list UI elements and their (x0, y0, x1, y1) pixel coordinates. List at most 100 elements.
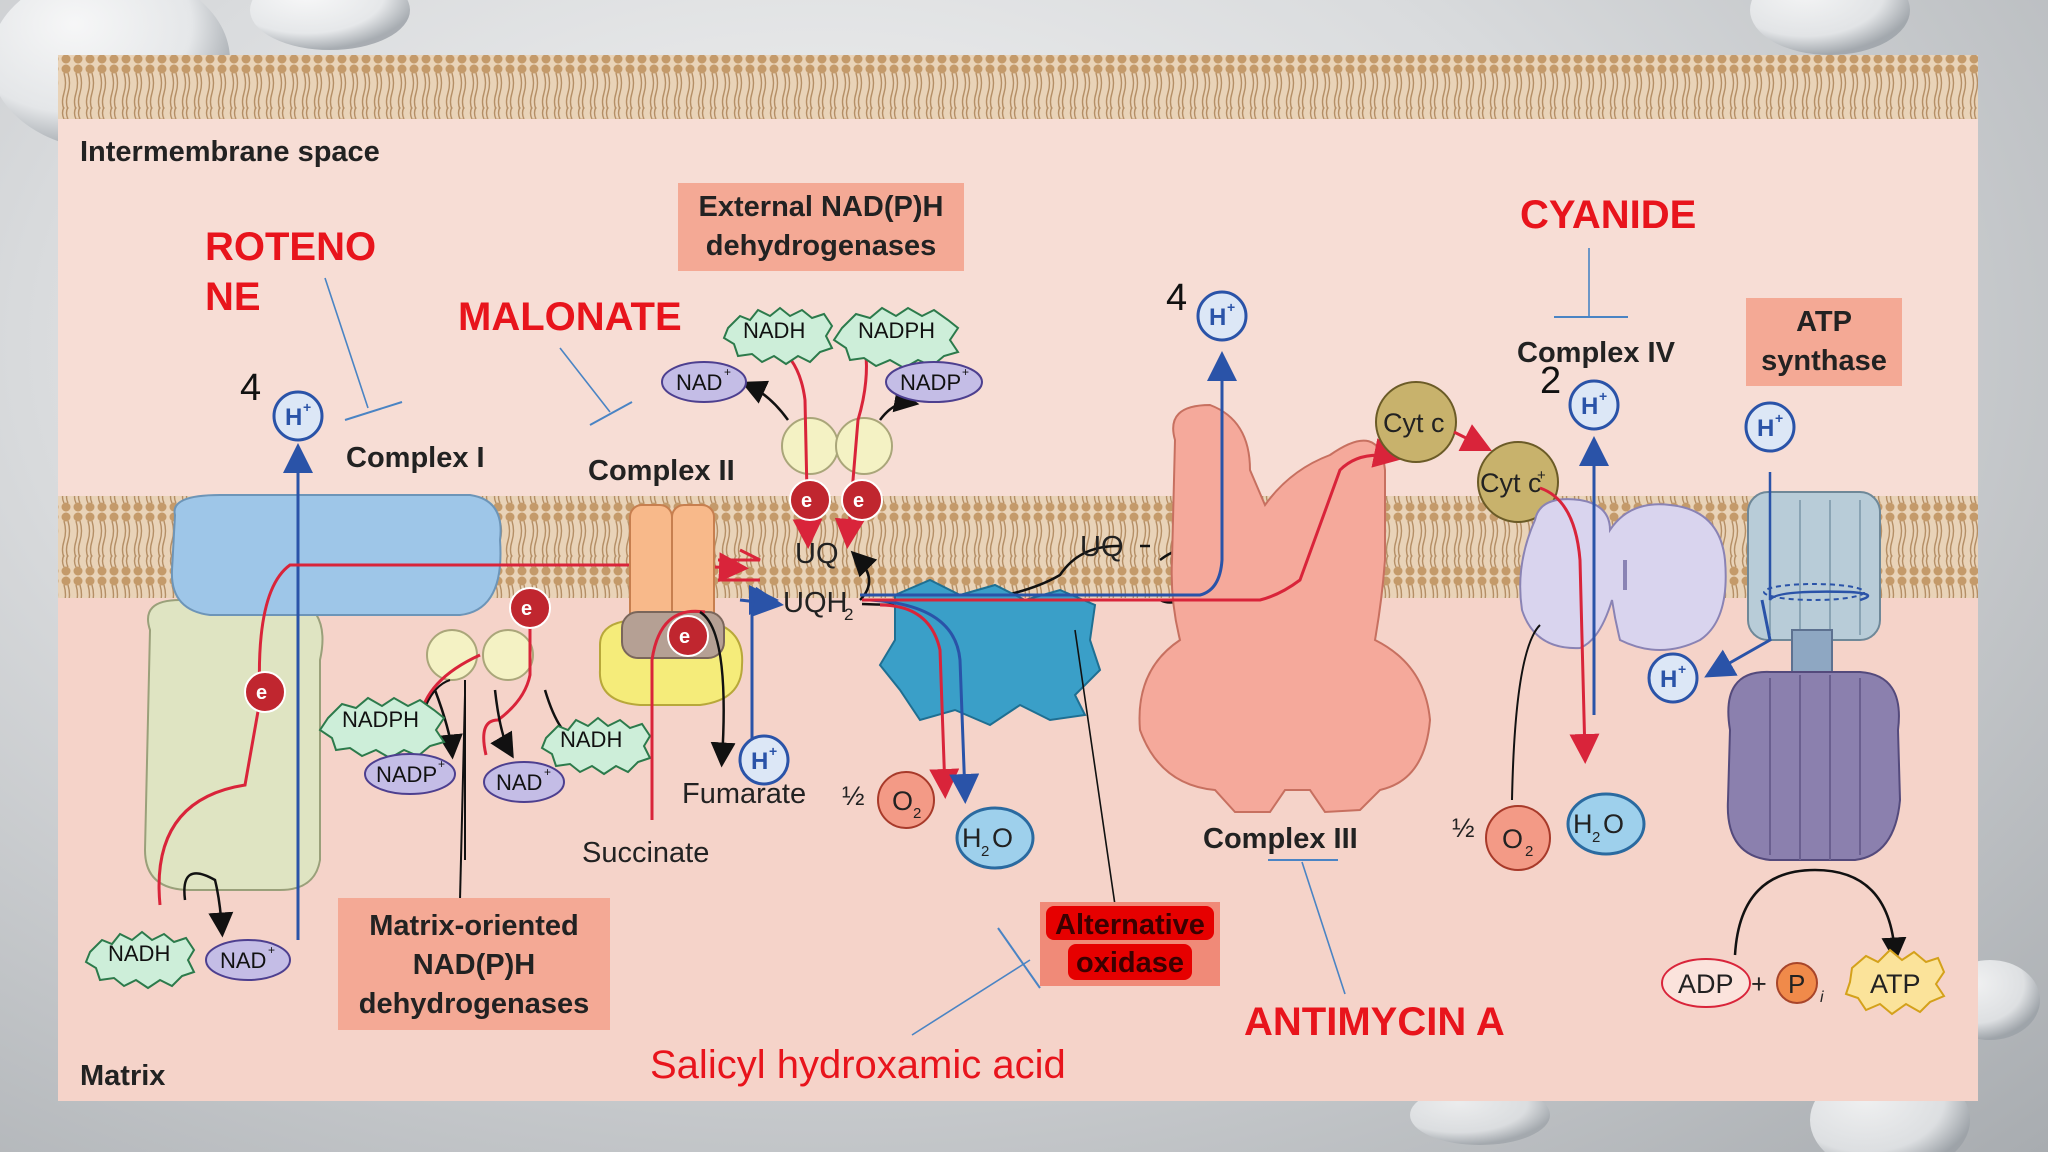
svg-text:H: H (1209, 304, 1226, 331)
svg-text:NAD(P)H: NAD(P)H (413, 949, 535, 981)
svg-text:dehydrogenases: dehydrogenases (359, 988, 589, 1020)
svg-text:NADPH: NADPH (342, 707, 419, 732)
malonate-block (589, 401, 633, 426)
complex-iii-label: Complex III (1203, 823, 1358, 855)
uq-recycle-arrow-left (850, 550, 878, 601)
svg-text:+: + (268, 943, 275, 957)
aox-electron-path (879, 603, 960, 799)
matrix-dehydrogenases-bodies (426, 629, 534, 681)
complex-ii-to-uq (718, 548, 761, 582)
external-dh-nadp-arrow (879, 387, 920, 421)
svg-text:NADH: NADH (743, 318, 805, 343)
svg-text:Cyt c: Cyt c (1383, 408, 1445, 438)
svg-text:½: ½ (842, 781, 865, 811)
matrix-dh-nad-arrow (490, 689, 514, 759)
svg-text:H: H (1581, 393, 1598, 420)
rotenone-label-2: NE (205, 275, 261, 319)
complex-iii-h-plus: H + (1196, 290, 1248, 342)
svg-text:O: O (1502, 824, 1523, 854)
complex-iii-proton-count: 4 (1166, 277, 1187, 319)
svg-text:NADH: NADH (108, 941, 170, 966)
svg-text:Alternative: Alternative (1055, 909, 1205, 941)
adp-plus: + (1751, 969, 1767, 999)
svg-text:H: H (1757, 415, 1774, 442)
salicyl-pointer (911, 959, 1031, 1036)
svg-text:+: + (1227, 299, 1235, 315)
complex-iv-proton-count: 2 (1540, 360, 1561, 402)
svg-text:P: P (1788, 969, 1805, 999)
complex-ii-succinate-path (650, 609, 706, 820)
malonate-pointer (559, 347, 611, 413)
external-dh-nadph: NADPH (832, 306, 960, 370)
svg-text:e: e (801, 490, 812, 512)
matrix-dh-electron: e (509, 587, 551, 629)
complex-ii-label: Complex II (588, 455, 735, 487)
svg-text:+: + (1678, 661, 1686, 677)
svg-text:NADP: NADP (376, 762, 437, 787)
atp-h-plus-bottom: H + (1647, 652, 1699, 704)
aox-proton-path (869, 598, 980, 804)
phosphate: P i (1776, 962, 1824, 1006)
external-dehydrogenases-box: External NAD(P)H dehydrogenases (678, 183, 964, 271)
svg-text:NADH: NADH (560, 727, 622, 752)
svg-text:dehydrogenases: dehydrogenases (706, 230, 936, 262)
svg-text:e: e (521, 598, 532, 620)
complex-iii-proton-path (860, 351, 1237, 597)
matrix-dh-pointer (459, 694, 466, 901)
complex-i (143, 494, 502, 891)
svg-text:+: + (962, 365, 969, 379)
svg-text:2: 2 (981, 843, 989, 860)
svg-text:H: H (1573, 809, 1593, 839)
cyanide-label: CYANIDE (1520, 193, 1696, 237)
svg-text:H: H (751, 748, 768, 775)
salicyl-block (997, 927, 1041, 989)
alternative-oxidase-box: Alternative oxidase (1040, 902, 1220, 986)
atp-synthesis-arrow (1733, 868, 1907, 963)
svg-text:H: H (1660, 666, 1677, 693)
external-dh-nad-arrow (741, 380, 790, 421)
antimycin-label: ANTIMYCIN A (1244, 1000, 1505, 1044)
svg-text:½: ½ (1452, 813, 1475, 843)
atp: ATP (1844, 948, 1946, 1016)
svg-text:+: + (1537, 467, 1546, 484)
svg-text:ATP: ATP (1796, 306, 1852, 338)
complex-iv-h2o: H 2 O (1566, 792, 1646, 856)
external-dh-electron-1: e (789, 479, 831, 521)
svg-text:+: + (438, 757, 445, 771)
complex-iv-label: Complex IV (1517, 337, 1676, 369)
svg-text:+: + (1599, 388, 1607, 404)
svg-text:oxidase: oxidase (1076, 947, 1184, 979)
complex-iii-electron-path (862, 438, 1404, 602)
external-dh-electron-2: e (841, 479, 883, 521)
svg-text:2: 2 (844, 605, 853, 624)
atp-synthase-box: ATP synthase (1746, 298, 1902, 386)
complex-i-h-plus: H + (272, 390, 324, 442)
antimycin-pointer (1301, 861, 1346, 995)
svg-text:+: + (769, 743, 777, 759)
succinate-label: Succinate (582, 837, 709, 869)
rotenone-pointer (324, 277, 369, 409)
external-dh-nad: NAD + (661, 361, 747, 403)
matrix-dh-nad: NAD + (483, 761, 565, 803)
complex-iii-body (1138, 403, 1432, 814)
complex-ii-electron: e (667, 615, 709, 657)
external-dh-bodies (781, 417, 893, 475)
uq-label-left: UQ (795, 538, 839, 570)
atp-proton-exit (1704, 599, 1772, 678)
malonate-label: MALONATE (458, 295, 682, 339)
atp-h-plus-top: H + (1744, 401, 1796, 453)
alternative-oxidase-body (878, 578, 1102, 727)
svg-text:e: e (679, 626, 690, 648)
matrix-label: Matrix (80, 1060, 165, 1092)
complex-ii-fumarate-arrow (699, 610, 736, 768)
matrix-dh-nadph: NADPH (318, 696, 446, 760)
svg-text:NAD: NAD (676, 370, 722, 395)
uq-label-right: UQ (1080, 531, 1124, 563)
external-dh-nadh: NADH (722, 306, 834, 366)
rotenone-block (344, 401, 403, 421)
svg-text:External NAD(P)H: External NAD(P)H (699, 191, 944, 223)
complex-i-nadh-arrow (183, 872, 234, 938)
matrix-dh-nadh: NADH (540, 716, 652, 776)
cyt-c-1: Cyt c (1375, 381, 1457, 463)
